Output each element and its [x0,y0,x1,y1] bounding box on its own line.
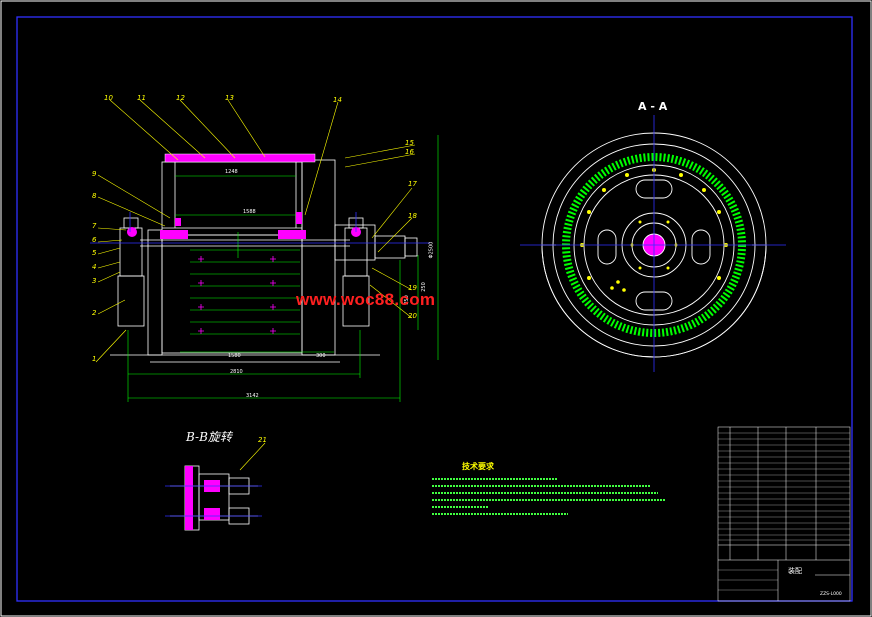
bb-fill [185,466,220,530]
title-block-doc-title: 装配 [788,567,802,575]
dimension-2500: Φ2500 [428,241,435,259]
part-label-21: 21 [258,436,267,444]
part-label-4: 4 [92,263,97,271]
part-label-3: 3 [92,277,97,285]
part-label-7: 7 [92,222,97,230]
dimension-1248: 1248 [225,169,238,175]
dimension-2810: 2810 [230,369,243,375]
part-label-14: 14 [333,96,342,104]
dimension-3142: 3142 [246,393,259,399]
dimension-lines [127,135,439,402]
aa-bolt-holes [580,168,728,292]
technical-requirements-text [432,478,665,515]
main-view [110,159,418,363]
part-label-5: 5 [92,249,97,257]
part-label-8: 8 [92,192,97,200]
section-aa-title: A - A [638,100,668,113]
title-block [717,426,851,602]
drum-markers [190,249,300,335]
technical-requirements-title: 技术要求 [462,462,494,471]
part-label-17: 17 [408,180,417,188]
leader-lines [95,99,416,471]
center-lines-bb [165,485,262,517]
part-label-2: 2 [92,309,97,317]
part-label-18: 18 [408,212,417,220]
dimension-300: 300 [316,353,326,359]
rope-layer [127,153,361,239]
part-label-10: 10 [104,94,113,102]
part-label-16: 16 [405,148,414,156]
inner-frame [16,16,853,602]
watermark-text: www.woc88.com [296,290,436,309]
part-label-6: 6 [92,236,97,244]
center-lines-main [90,212,430,244]
section-bb-view [170,465,258,531]
part-label-20: 20 [408,312,417,320]
center-lines-aa [520,115,786,372]
part-label-19: 19 [408,284,417,292]
section-bb-title: B-B旋转 [186,430,232,444]
part-label-12: 12 [176,94,185,102]
dimension-1588: 1588 [243,209,256,215]
title-block-drawing-number: ZZS-L000 [820,592,842,597]
drum-cross-marks [198,256,276,334]
dimension-1580: 1580 [228,353,241,359]
part-label-13: 13 [225,94,234,102]
part-label-9: 9 [92,170,97,178]
part-label-11: 11 [137,94,146,102]
part-label-1: 1 [92,355,97,363]
part-label-15: 15 [405,139,414,147]
title-block-rows [718,432,850,591]
